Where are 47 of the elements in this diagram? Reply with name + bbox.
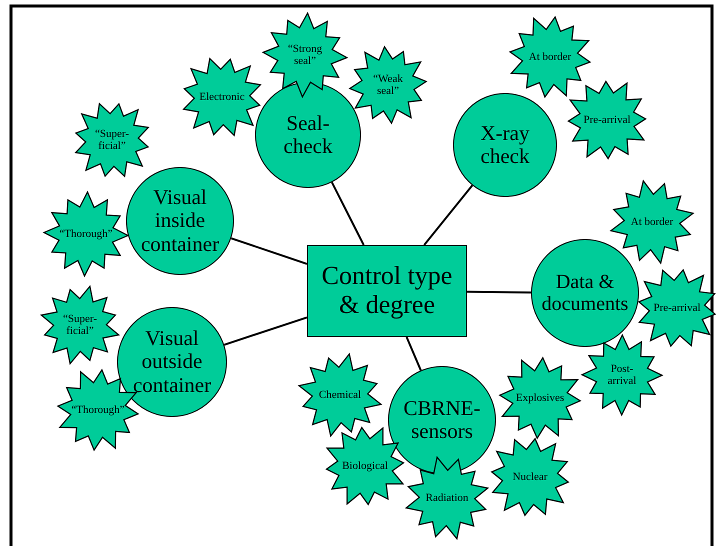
starburst [323,424,407,508]
node-label: “Super- ficial” [94,128,130,152]
starburst [488,435,572,519]
starburst [565,78,649,162]
node-label: Nuclear [512,470,548,484]
starburst [610,180,694,264]
starburst [40,285,120,365]
node-label: Biological [341,460,389,472]
starburst [498,356,582,440]
node-label: Control type & degree [320,262,454,320]
node-label: Pre-arrival [582,114,632,126]
node-label: “Thorough” [70,404,126,416]
node-label: Visual outside container [132,327,212,397]
node-label: “Super- ficial” [62,312,98,338]
starburst [72,100,152,180]
node-label: CBRNE- sensors [402,396,482,444]
connector-line [230,237,308,265]
connector-line [331,182,365,246]
starburst [44,192,128,276]
node-label: “Strong seal” [286,42,324,68]
node-label: Electronic [198,90,246,104]
starburst [635,266,719,350]
node-label: Post- arrival [606,362,638,388]
starburst [180,55,264,139]
node-label: At border [528,50,572,64]
node-label: Radiation [424,492,470,504]
node-label: “Weak seal” [372,72,404,98]
connector-line [224,316,308,346]
node-label: X-ray check [480,122,530,168]
starburst [298,353,382,437]
starburst [348,45,428,125]
node-label: Data & documents [540,271,630,315]
node-label: At border [630,216,674,228]
starburst [582,335,662,415]
topic-box [307,245,467,337]
node-label: Explosives [514,392,566,404]
node-label: Seal- check [282,112,334,158]
connector-line [406,336,422,371]
node-label: Chemical [318,388,362,402]
connector-line [423,184,474,246]
starburst [405,456,489,540]
node-label: “Thorough” [58,228,114,240]
connector-line [466,290,532,294]
starburst [263,13,347,97]
starburst [508,15,592,99]
node-label: Pre-arrival [652,302,702,314]
node-label: Visual inside container [140,186,220,256]
